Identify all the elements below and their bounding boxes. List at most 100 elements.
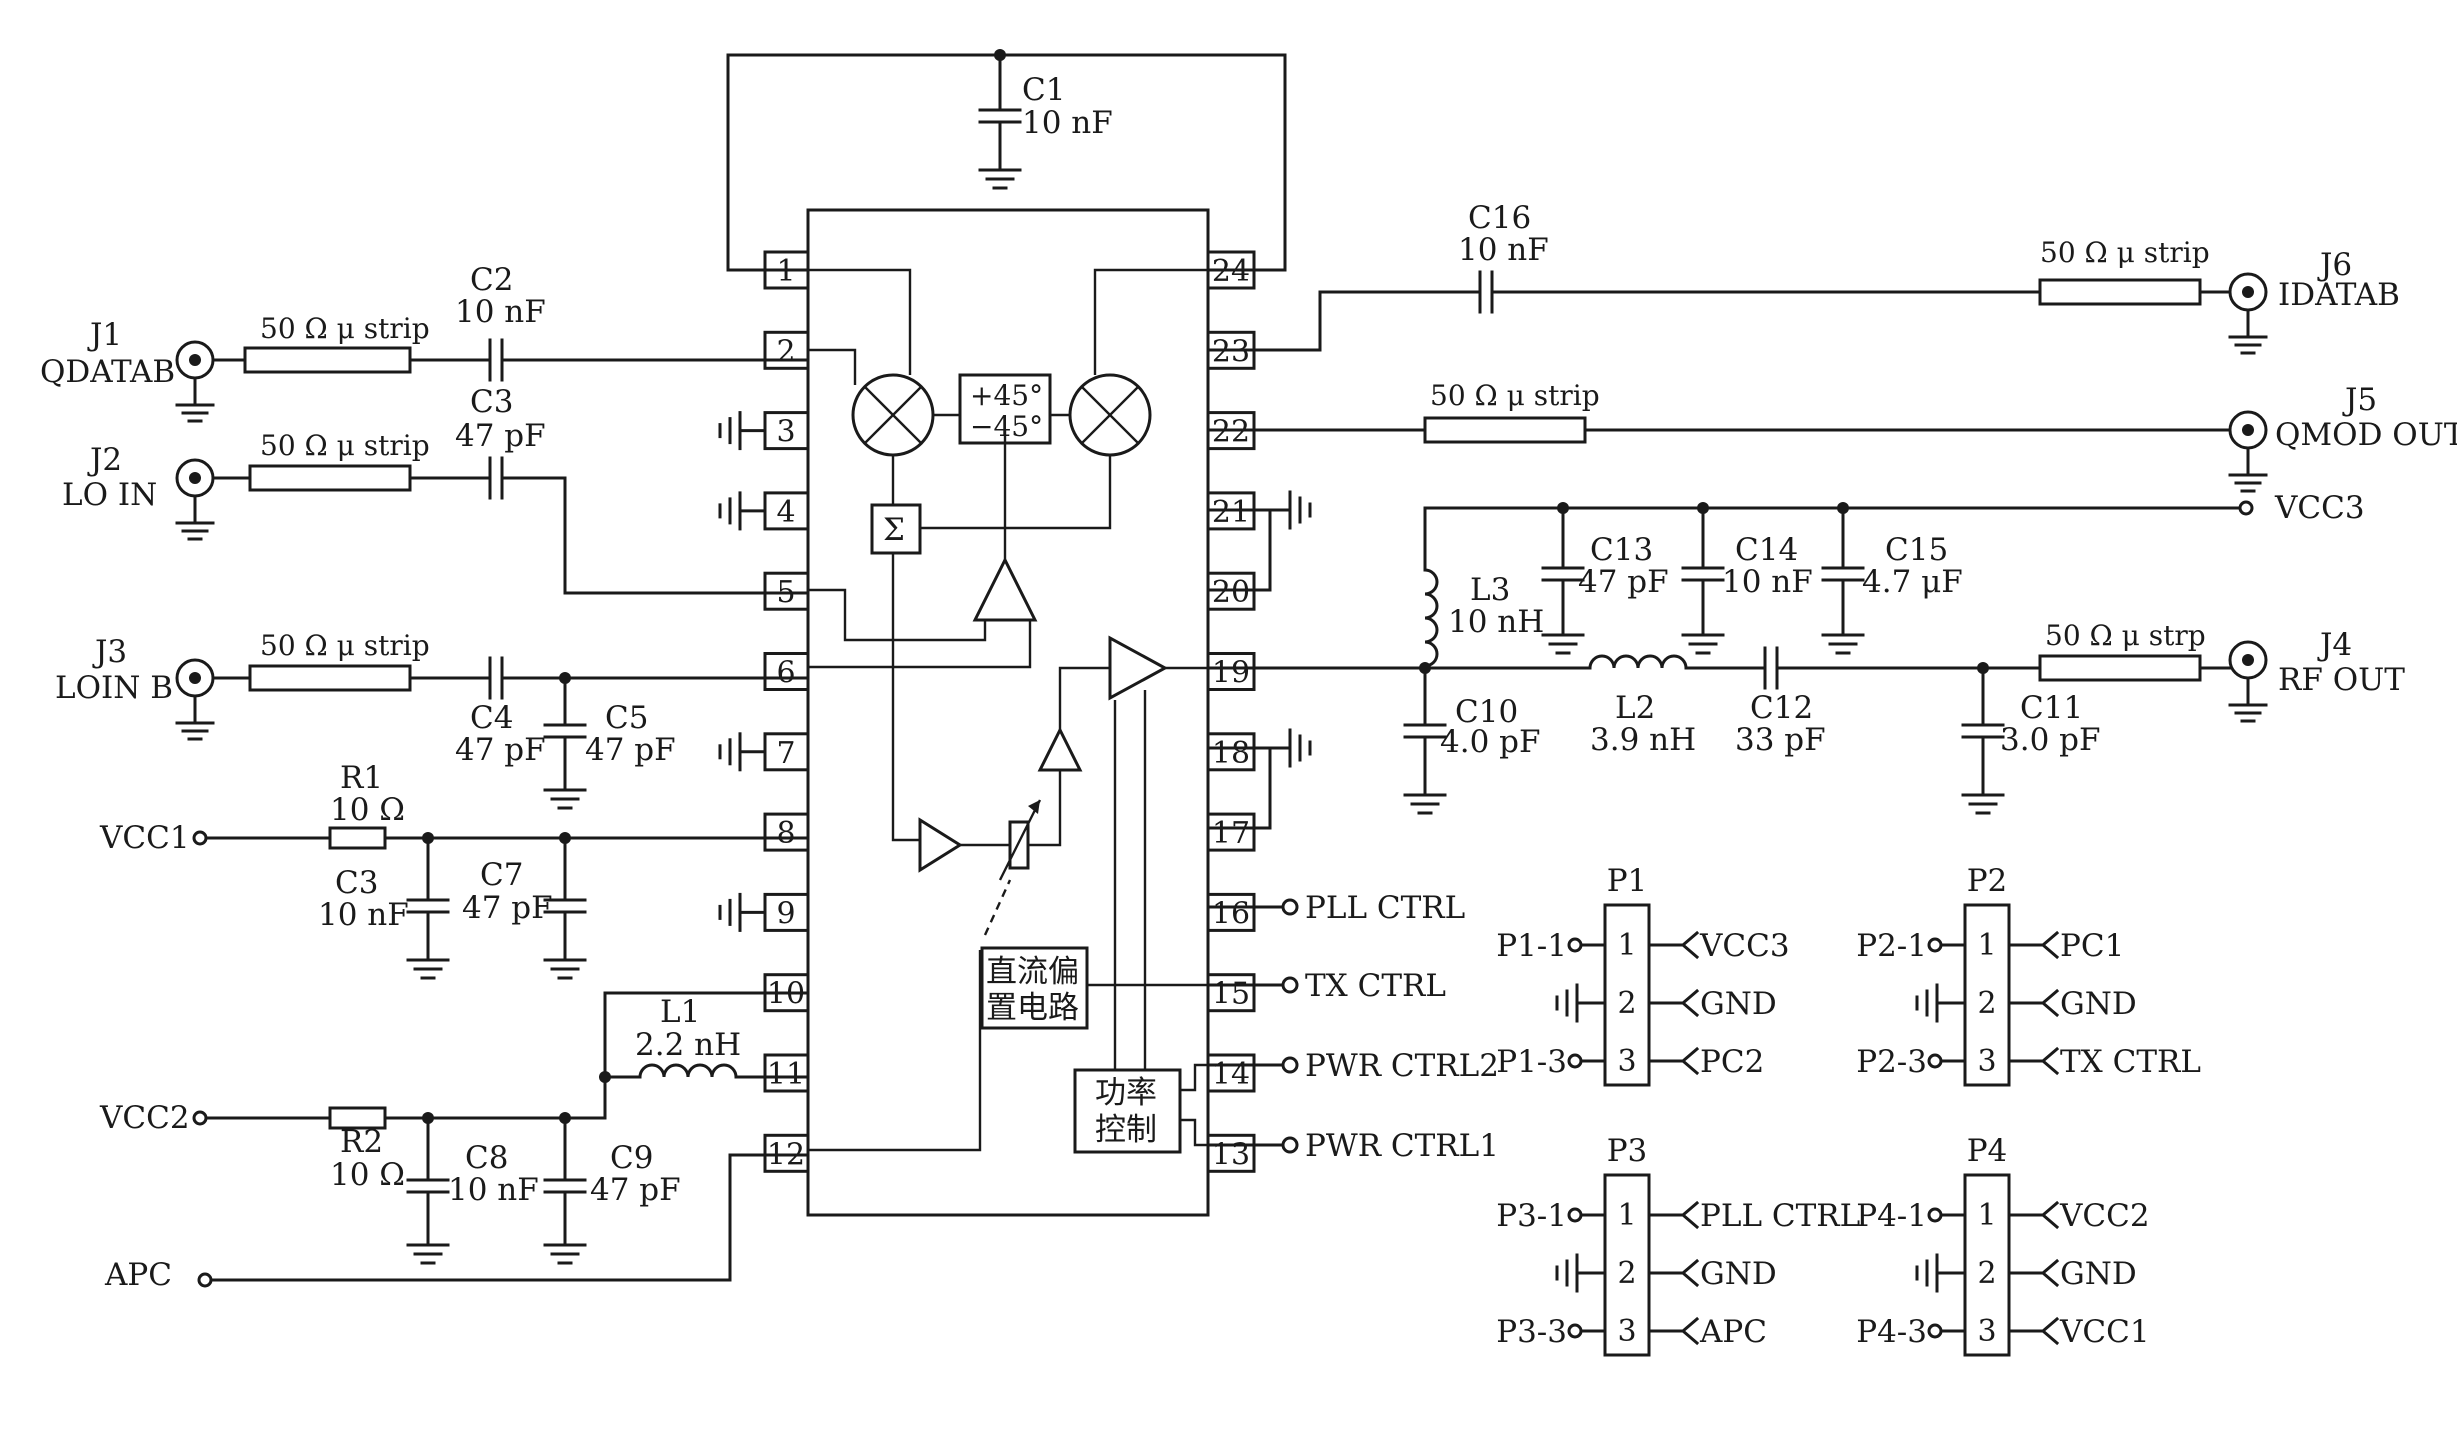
power-control-block <box>1073 1068 1182 1154</box>
ground-icon <box>1821 633 1865 655</box>
ic-pin-left: 9 <box>763 892 810 932</box>
apc-label: APC <box>104 1257 172 1293</box>
power-line1: 功率 <box>1095 1075 1157 1111</box>
j4-ref: J4 <box>2317 627 2352 663</box>
coax-connector-icon <box>175 340 215 423</box>
header-pin-label: P1-3 <box>1496 1044 1567 1080</box>
ground-icon <box>1681 633 1725 655</box>
c3b-ref: C3 <box>335 865 378 901</box>
c2-ref: C2 <box>470 262 513 298</box>
header-signal: TX CTRL <box>2060 1044 2201 1080</box>
j3-name: LOIN B <box>55 670 173 706</box>
header-pin: 2 <box>1977 986 1996 1021</box>
l2-val: 3.9 nH <box>1590 722 1696 758</box>
j5-strip: 50 Ω μ strip <box>1430 379 1600 412</box>
vcc3-label: VCC3 <box>2274 490 2365 526</box>
ground-icon <box>543 1243 587 1265</box>
right-circuit: C16 10 nF 50 Ω μ strip J6 IDATAB 50 Ω μ … <box>1206 200 2457 1164</box>
l3-val: 10 nH <box>1448 604 1544 640</box>
dc-bias-block <box>980 946 1089 1030</box>
ground-icon <box>718 892 767 932</box>
c10-val: 4.0 pF <box>1440 724 1541 760</box>
header-signal: APC <box>1699 1314 1767 1350</box>
header-signal: VCC3 <box>1699 928 1790 964</box>
ground-icon <box>1541 633 1585 655</box>
pin-number: 6 <box>776 656 795 691</box>
header-signal: PC1 <box>2060 928 2124 964</box>
c3a-ref: C3 <box>470 384 513 420</box>
j6-strip: 50 Ω μ strip <box>2040 236 2210 269</box>
c10-ref: C10 <box>1455 694 1518 730</box>
coax-connector-icon <box>2228 640 2268 723</box>
header-title: P2 <box>1967 863 2008 899</box>
header-pin: 2 <box>1617 1256 1636 1291</box>
phase-minus: −45° <box>970 410 1043 443</box>
ground-icon <box>1915 1253 1967 1293</box>
j2-strip: 50 Ω μ strip <box>260 429 430 462</box>
pwr-ctrl2-label: PWR CTRL2 <box>1305 1048 1499 1084</box>
ic-pin-left: 5 <box>763 571 810 611</box>
ic-pin-left: 6 <box>763 652 810 691</box>
c4-ref: C4 <box>470 700 513 736</box>
tx-ctrl-label: TX CTRL <box>1305 968 1446 1004</box>
sum-block <box>870 503 922 555</box>
c7-ref: C7 <box>480 857 523 893</box>
header-pin: 2 <box>1977 1256 1996 1291</box>
ground-icon <box>718 411 767 451</box>
c8-ref: C8 <box>465 1140 508 1176</box>
r1-val: 10 Ω <box>330 792 405 828</box>
pin-number: 3 <box>776 415 795 450</box>
header-title: P4 <box>1967 1133 2008 1169</box>
pin-number: 22 <box>1212 415 1250 450</box>
ground-icon <box>1961 793 2005 815</box>
pwr-ctrl1-label: PWR CTRL1 <box>1305 1128 1499 1164</box>
header-signal: VCC1 <box>2059 1314 2150 1350</box>
pin-number: 8 <box>776 816 795 851</box>
ground-icon <box>1288 728 1312 768</box>
header-pin-label: P3-3 <box>1496 1314 1567 1350</box>
j2-ref: J2 <box>87 442 122 478</box>
header-pin-label: P2-3 <box>1856 1044 1927 1080</box>
ic-pin-left: 7 <box>763 732 810 772</box>
l3-ref: L3 <box>1470 572 1510 608</box>
pin-number: 2 <box>776 334 795 369</box>
vcc1-label: VCC1 <box>99 820 190 856</box>
j4-name: RF OUT <box>2278 662 2405 698</box>
j5-ref: J5 <box>2342 382 2377 418</box>
ic-pin-right: 13 <box>1206 1133 1256 1173</box>
ground-icon <box>543 788 587 810</box>
c4-val: 47 pF <box>455 732 546 768</box>
header-pin: 3 <box>1617 1044 1636 1079</box>
j3-strip: 50 Ω μ strip <box>260 629 430 662</box>
header-title: P1 <box>1607 863 1648 899</box>
amp-output <box>1108 635 1169 701</box>
ground-icon <box>1555 1253 1607 1293</box>
header-signal: GND <box>1700 986 1777 1022</box>
c3a-val: 47 pF <box>455 418 546 454</box>
j1-name: QDATAB <box>40 354 175 390</box>
phase-plus: +45° <box>970 379 1043 412</box>
header-pin: 2 <box>1617 986 1636 1021</box>
pin-number: 19 <box>1212 656 1250 691</box>
header-signal: PC2 <box>1700 1044 1764 1080</box>
c13-val: 47 pF <box>1578 564 1669 600</box>
c1-feedback: C1 10 nF <box>726 49 1287 272</box>
c16-ref: C16 <box>1468 200 1531 236</box>
r2-ref: R2 <box>340 1124 383 1160</box>
vcc2-label: VCC2 <box>99 1100 190 1136</box>
c1-val: 10 nF <box>1022 105 1113 141</box>
ground-icon <box>543 958 587 980</box>
header-signal: GND <box>1700 1256 1777 1292</box>
j5-name: QMOD OUT <box>2275 417 2457 453</box>
ground-icon <box>1403 793 1447 815</box>
bias-line2: 置电路 <box>986 990 1079 1026</box>
header-pin: 1 <box>1617 1198 1636 1233</box>
c15-ref: C15 <box>1885 532 1948 568</box>
pin-number: 21 <box>1212 495 1250 530</box>
pin-number: 9 <box>776 896 795 931</box>
j3-ref: J3 <box>92 634 127 670</box>
pin-number: 15 <box>1212 977 1250 1012</box>
j6-ref: J6 <box>2317 247 2352 283</box>
